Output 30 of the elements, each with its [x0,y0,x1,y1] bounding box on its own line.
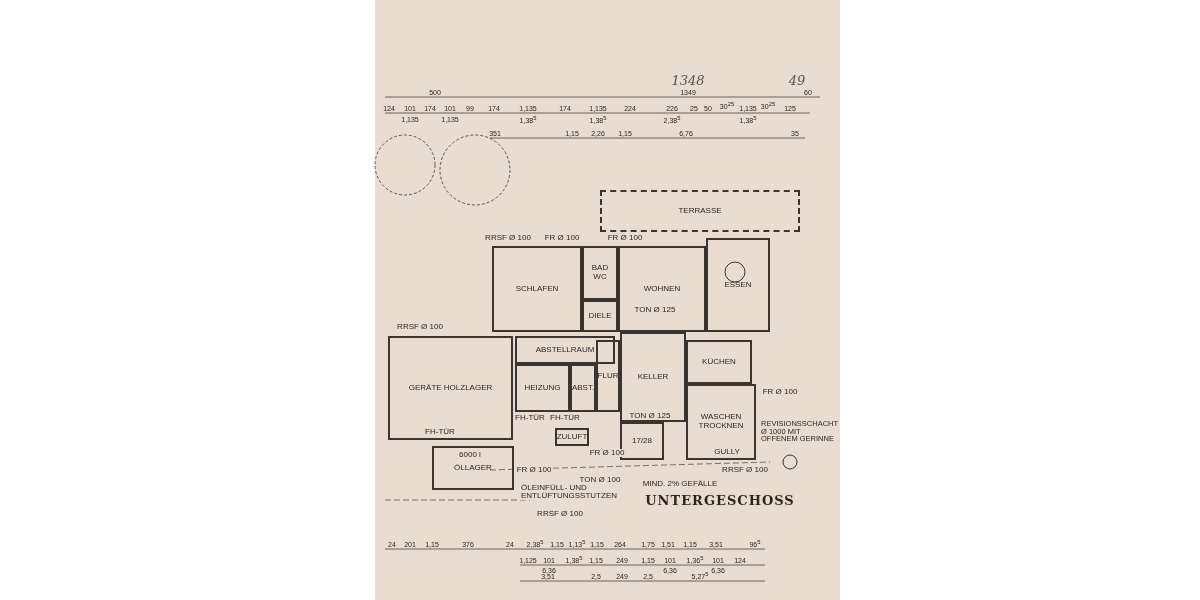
annotation-text: FR Ø 100 [515,466,553,474]
annotation-text: TON Ø 100 [578,476,622,484]
annotation-text: GULLY [713,448,741,456]
handwritten-note: 1348 [671,73,705,87]
annotation-text: FH-TÜR [549,414,581,422]
plan-title: UNTERGESCHOSS [645,493,795,507]
annotation-text: TON Ø 125 [628,412,672,420]
annotation-text: RRSF Ø 100 [536,510,584,518]
annotation-text: TON Ø 125 [633,306,677,314]
annotation-text: 6000 l [458,451,482,459]
annotation-text: FH-TÜR [514,414,546,422]
annotation-text: MIND. 2% GEFÄLLE [641,480,719,488]
room: ABSTELLRAUM [515,336,615,364]
annotation-text: FR Ø 100 [543,234,581,242]
room: FLUR [596,340,620,412]
room: ABST. [570,364,596,412]
room: ESSEN [706,238,770,332]
room: BAD WC [582,246,618,300]
annotation-text: FH-TÜR [424,428,456,436]
room: KÜCHEN [686,340,752,384]
room: HEIZUNG [515,364,570,412]
handwritten-note: 49 [788,73,806,87]
room: DIELE [582,300,618,332]
annotation-text: FR Ø 100 [588,449,626,457]
terrace-area: TERRASSE [600,190,800,232]
annotation-text: FR Ø 100 [761,388,799,396]
room: SCHLAFEN [492,246,582,332]
annotation-text: FR Ø 100 [606,234,644,242]
annotation-text: RRSF Ø 100 [721,466,769,474]
room: ZULUFT [555,428,589,446]
